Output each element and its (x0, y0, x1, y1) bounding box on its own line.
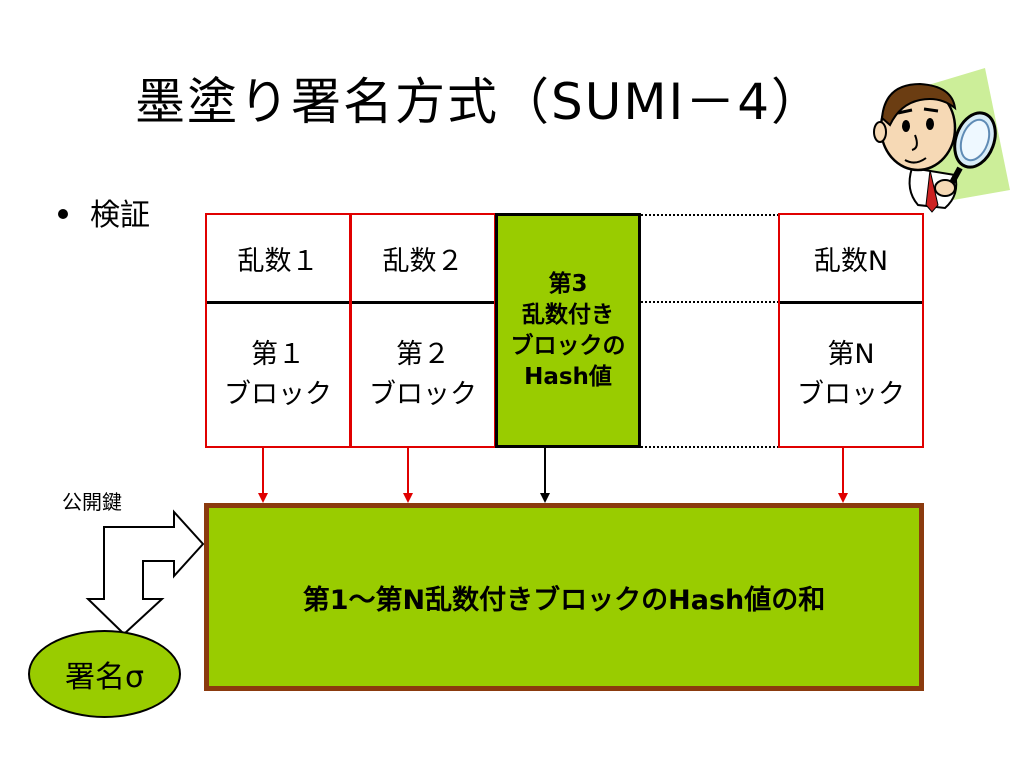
column-divider (352, 301, 494, 304)
bullet-text: 検証 (90, 198, 150, 233)
hash-column-line2: 乱数付き (522, 301, 614, 328)
arrow-black-3 (540, 448, 550, 503)
bullet-verification: 検証 (58, 190, 150, 234)
dotted-line-middle (641, 301, 779, 303)
block-n-label: 第N ブロック (780, 304, 922, 446)
bullet-dot (58, 208, 68, 219)
block-1-line1: 第１ (251, 339, 305, 370)
block-2-line2: ブロック (369, 379, 477, 410)
random-number-n: 乱数N (813, 245, 889, 277)
public-key-label: 公開鍵 (62, 490, 122, 514)
random-number-2: 乱数２ (382, 245, 464, 277)
random-number-1: 乱数１ (237, 245, 319, 277)
hash-column-line3: ブロックの (510, 332, 626, 359)
column-block-2: 乱数２ 第２ ブロック (350, 213, 496, 448)
block-1-label: 第１ ブロック (207, 304, 349, 446)
signature-ellipse: 署名σ (28, 630, 181, 718)
arrow-red-n (838, 448, 848, 503)
arrow-red-1 (258, 448, 268, 503)
column-divider (780, 301, 922, 304)
arrow-red-2 (403, 448, 413, 503)
hash-column-line4: Hash値 (524, 363, 612, 390)
column-block-n: 乱数N 第N ブロック (778, 213, 924, 448)
block-n-line2: ブロック (797, 379, 905, 410)
block-1-line2: ブロック (224, 379, 332, 410)
column-divider (207, 301, 349, 304)
column-block-1: 乱数１ 第１ ブロック (205, 213, 351, 448)
block-2-label: 第２ ブロック (352, 304, 494, 446)
hash-column-line1: 第3 (548, 270, 588, 297)
hash-sum-box: 第1～第N乱数付きブロックのHash値の和 (204, 503, 924, 691)
slide-title: 墨塗り署名方式（SUMI－4） (135, 73, 824, 131)
column-block-3-hash: 第3 乱数付き ブロックの Hash値 (495, 213, 641, 448)
block-2-line1: 第２ (396, 339, 450, 370)
block-n-line1: 第N (827, 339, 875, 370)
dotted-line-top (641, 214, 779, 216)
dotted-line-bottom (641, 446, 779, 448)
